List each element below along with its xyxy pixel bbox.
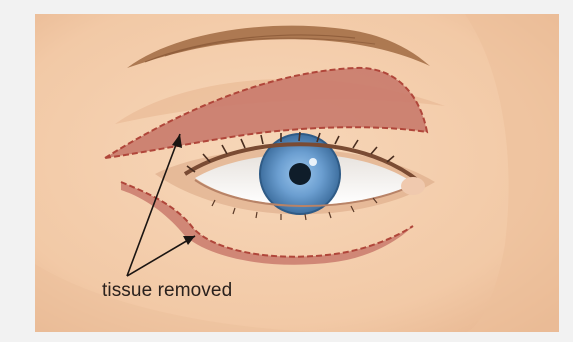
annotation-label: tissue removed bbox=[102, 280, 232, 302]
